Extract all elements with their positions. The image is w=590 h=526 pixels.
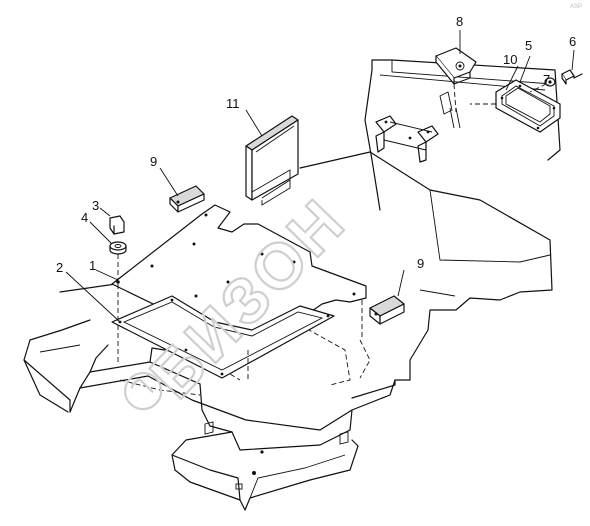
callout-8: 8 (456, 14, 463, 29)
bracket-right (369, 295, 405, 325)
cab-floor-frame (23, 59, 561, 511)
corner-mark: ASP (570, 4, 582, 10)
latch-bracket (435, 47, 477, 85)
hinge-pieces (375, 115, 439, 163)
latch-screw (561, 69, 583, 85)
callout-10: 10 (503, 52, 517, 67)
watermark-logo (124, 371, 163, 411)
callout-9-left: 9 (150, 154, 157, 169)
callout-7: 7 (543, 72, 550, 87)
latch-washer (544, 77, 556, 87)
callout-1: 1 (89, 258, 96, 273)
callout-9-right: 9 (417, 256, 424, 271)
leader-lines (65, 30, 575, 323)
callout-6: 6 (569, 34, 576, 49)
gasket (111, 295, 335, 379)
washer (109, 241, 127, 255)
callout-5: 5 (525, 38, 532, 53)
seal-frame (495, 79, 561, 133)
vertical-panel (245, 115, 299, 206)
callout-3: 3 (92, 198, 99, 213)
callout-4: 4 (81, 210, 88, 225)
bolt (109, 215, 125, 235)
callout-2: 2 (56, 260, 63, 275)
bracket-left (169, 185, 205, 213)
callout-labels: 1 2 3 4 5 6 7 8 9 9 10 11 (56, 14, 576, 275)
callout-11: 11 (226, 96, 240, 111)
